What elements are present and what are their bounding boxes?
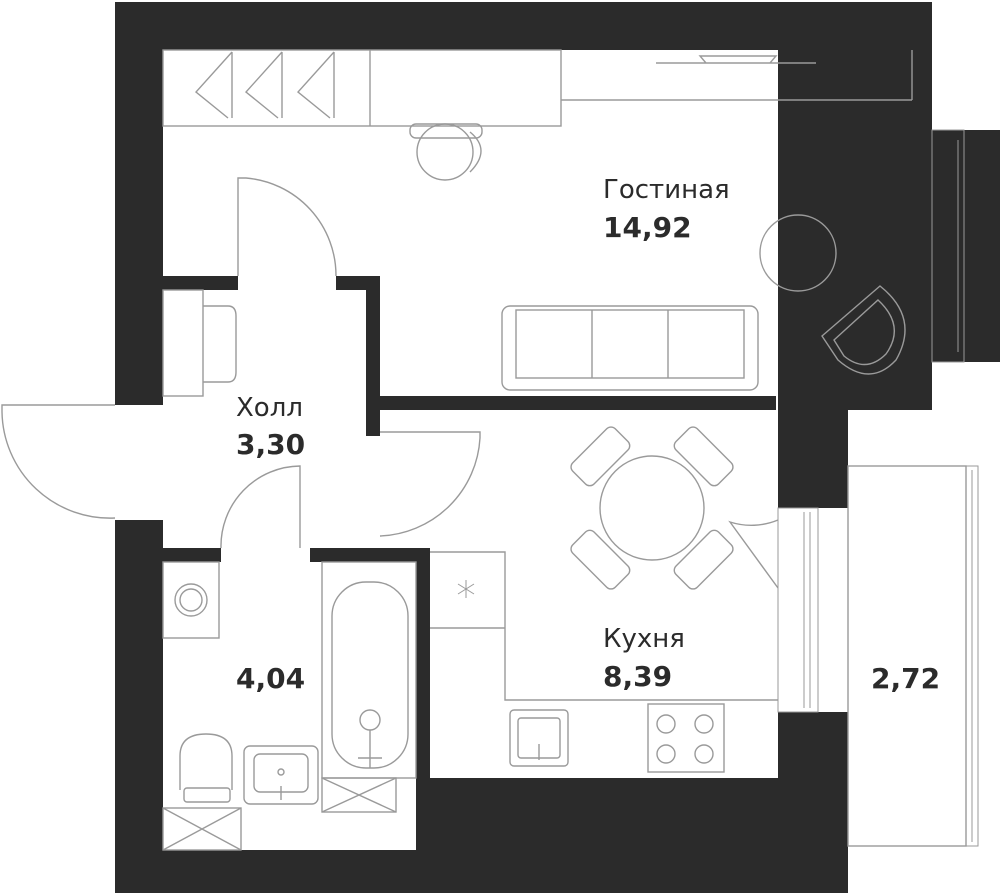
wall-living-hall bbox=[163, 276, 238, 290]
sink-icon bbox=[509, 709, 569, 767]
wall-balcony-bottom bbox=[778, 712, 848, 893]
wall-hall-bath-left bbox=[163, 548, 221, 562]
room-bath: 4,04 bbox=[236, 662, 305, 695]
room-kitchen: Кухня 8,39 bbox=[603, 624, 685, 693]
kitchen-counter bbox=[430, 551, 778, 701]
wall-hall-bath-right bbox=[310, 548, 430, 562]
stove-icon bbox=[647, 703, 725, 773]
dining-group bbox=[570, 426, 734, 590]
installation-box bbox=[321, 777, 397, 813]
room-area: 8,39 bbox=[603, 660, 672, 693]
room-name: Кухня bbox=[603, 624, 685, 654]
armchair-icon bbox=[821, 285, 906, 375]
room-hall: Холл 3,30 bbox=[236, 393, 305, 461]
door-icon bbox=[1, 404, 116, 519]
room-area: 3,30 bbox=[236, 428, 305, 461]
wall-hall-vertical bbox=[366, 276, 380, 436]
window-icon bbox=[777, 507, 819, 713]
room-area: 2,72 bbox=[871, 662, 940, 695]
wall-bath-kitchen bbox=[416, 548, 430, 778]
wall-living-kitchen bbox=[366, 396, 776, 410]
window-icon bbox=[931, 129, 965, 363]
hanger-icon bbox=[296, 51, 335, 119]
window-icon bbox=[965, 465, 979, 847]
room-balcony: 2,72 bbox=[871, 662, 940, 695]
room-area: 4,04 bbox=[236, 662, 305, 695]
sofa-icon bbox=[501, 305, 759, 391]
wall-kitchen-bottom bbox=[416, 778, 778, 893]
hall-cabinet bbox=[162, 289, 237, 397]
bathtub-icon bbox=[321, 561, 417, 779]
room-name: Гостиная bbox=[603, 175, 730, 205]
outer-wall bbox=[115, 2, 1000, 893]
installation-box bbox=[162, 807, 242, 851]
chair-icon bbox=[409, 123, 483, 181]
door-icon bbox=[220, 465, 301, 549]
balcony-outline bbox=[847, 465, 967, 847]
washing-machine-icon bbox=[162, 561, 220, 639]
room-area: 14,92 bbox=[603, 211, 692, 244]
wall-balcony-right bbox=[778, 410, 848, 508]
room-living: Гостиная 14,92 bbox=[603, 175, 730, 244]
round-table-icon bbox=[759, 214, 837, 292]
snowflake-icon bbox=[457, 580, 475, 598]
sink-icon bbox=[243, 745, 319, 805]
hanger-icon bbox=[244, 51, 283, 119]
hanger-icon bbox=[194, 51, 233, 119]
door-icon bbox=[237, 177, 337, 277]
door-icon bbox=[728, 519, 779, 589]
room-name: Холл bbox=[236, 393, 303, 423]
tv-icon bbox=[656, 55, 816, 64]
walls bbox=[115, 2, 1000, 893]
toilet-icon bbox=[179, 733, 233, 803]
wardrobe bbox=[162, 49, 913, 127]
door-icon bbox=[379, 431, 481, 537]
